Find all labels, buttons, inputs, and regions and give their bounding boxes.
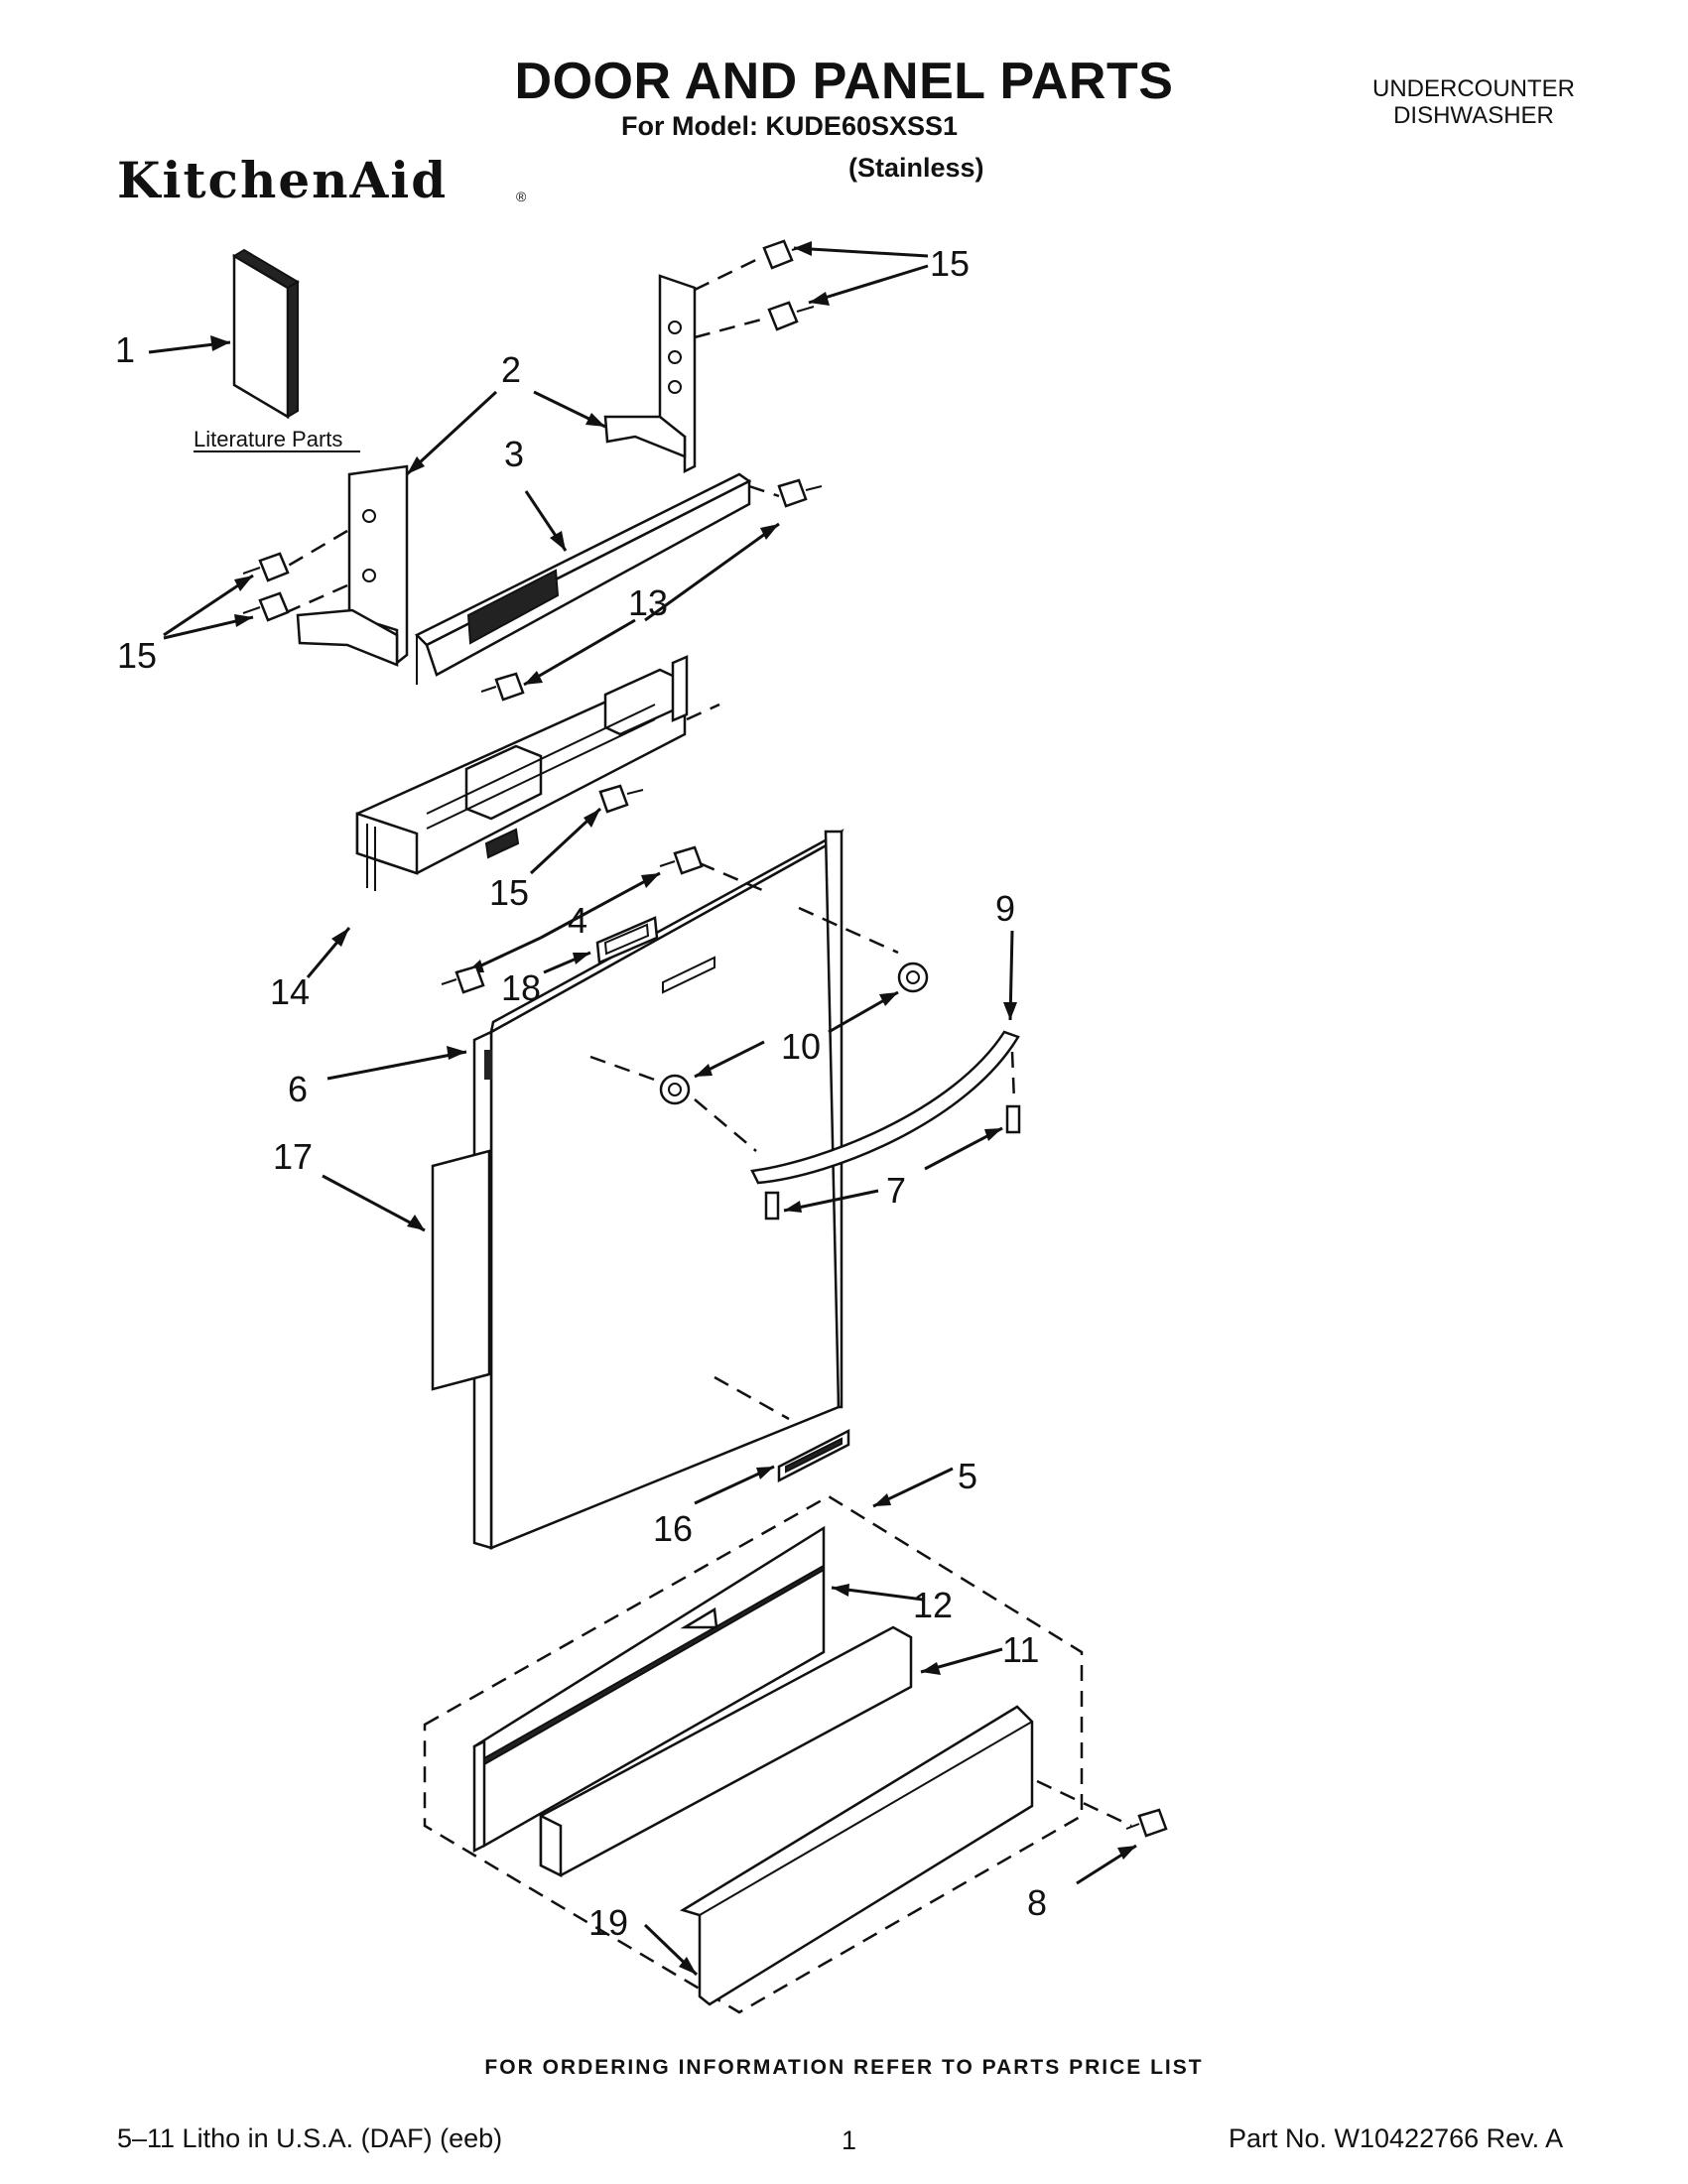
screw-15-middle <box>598 784 644 814</box>
right-bracket <box>603 274 697 474</box>
callout-3: 3 <box>504 434 524 474</box>
registered-mark: ® <box>516 189 527 204</box>
callout-16: 16 <box>653 1508 693 1549</box>
screw-left-1 <box>242 552 290 582</box>
callout-15-middle: 15 <box>489 872 529 913</box>
callout-14: 14 <box>270 971 310 1012</box>
page-number: 1 <box>842 2125 857 2155</box>
callout-1: 1 <box>115 329 135 370</box>
badge-insert <box>595 916 659 964</box>
brand-logo: KitchenAid <box>117 151 449 209</box>
callout-15-left: 15 <box>117 635 157 676</box>
brand-badge <box>777 1428 850 1483</box>
print-info: 5–11 Litho in U.S.A. (DAF) (eeb) <box>117 2123 503 2153</box>
handle-pin-right <box>1005 1104 1021 1134</box>
literature-parts-label: Literature Parts <box>194 427 342 451</box>
callout-2: 2 <box>501 349 521 390</box>
callout-12: 12 <box>913 1585 953 1625</box>
callout-6: 6 <box>288 1069 308 1109</box>
part-number: Part No. W10422766 Rev. A <box>1229 2123 1564 2153</box>
callout-19: 19 <box>588 1902 628 1943</box>
callout-13: 13 <box>628 582 668 623</box>
screw-left-2 <box>242 591 290 622</box>
page-title: DOOR AND PANEL PARTS <box>514 53 1174 110</box>
access-panel <box>472 1525 826 1854</box>
callout-8: 8 <box>1027 1882 1047 1923</box>
appliance-type-line1: UNDERCOUNTER <box>1372 75 1575 102</box>
callout-18: 18 <box>501 967 541 1008</box>
control-panel-bracket <box>414 472 752 685</box>
insulation-pad <box>431 1149 491 1391</box>
screw-18 <box>441 964 485 994</box>
toe-panel <box>679 1705 1034 2006</box>
literature-parts-book <box>232 248 300 420</box>
ordering-note: FOR ORDERING INFORMATION REFER TO PARTS … <box>484 2056 1204 2079</box>
callout-5: 5 <box>958 1456 977 1496</box>
screw-4 <box>659 845 704 875</box>
model-line: For Model: KUDE60SXSS1 <box>620 111 959 141</box>
callout-11: 11 <box>1002 1629 1039 1670</box>
callout-10: 10 <box>781 1026 821 1067</box>
screw-13-upper <box>777 478 823 508</box>
callout-9: 9 <box>995 888 1015 929</box>
handle-standoff-upper <box>897 962 929 993</box>
insulation-block <box>539 1625 913 1878</box>
callout-15-top: 15 <box>930 243 970 284</box>
screw-8 <box>1125 1808 1168 1838</box>
screw-13-lower <box>480 672 525 702</box>
handle-standoff-lower <box>659 1074 691 1105</box>
door-handle <box>750 1030 1020 1185</box>
finish-label: (Stainless) <box>848 153 984 183</box>
outer-door-panel <box>472 829 844 1550</box>
callout-7: 7 <box>886 1170 906 1211</box>
control-module-assembly <box>355 655 689 891</box>
appliance-type-line2: DISHWASHER <box>1393 102 1554 129</box>
toe-panel-kit-boundary <box>423 1494 1084 2014</box>
callout-17: 17 <box>273 1136 313 1177</box>
handle-pin-left <box>764 1191 780 1220</box>
left-bracket <box>296 464 409 667</box>
screw-upper-right-2 <box>767 301 815 331</box>
callout-4: 4 <box>568 900 587 941</box>
